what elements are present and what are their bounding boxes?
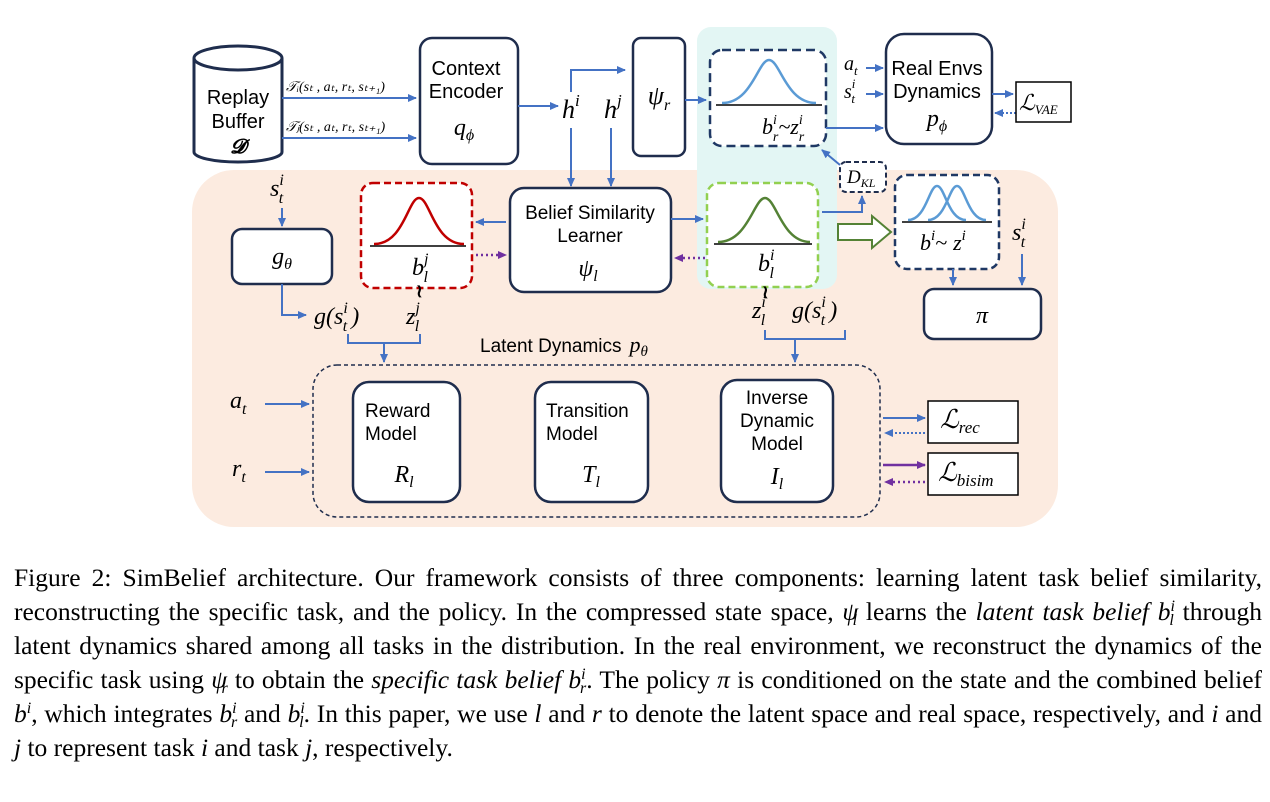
reward-model-box [351, 380, 462, 504]
combined-belief-curve-2 [927, 184, 987, 222]
combine-arrow [837, 213, 893, 251]
arrow-dkl-to-belief [821, 149, 841, 166]
belief-learner-label-2: Learner [557, 226, 623, 247]
trajectory-j-label: 𝒯ⱼ(sₜ , aₜ, rₜ, sₜ₊₁) [286, 120, 385, 135]
bracket-right [764, 330, 846, 340]
inverse-model-symbol: Il [770, 464, 784, 493]
context-encoder-label-2: Encoder [429, 81, 504, 103]
input-a-label: at [230, 388, 247, 418]
real-env-symbol: pϕ [925, 106, 947, 135]
dkl-box [839, 161, 887, 193]
policy-box [922, 287, 1043, 341]
real-env-label-1: Real Envs [891, 58, 982, 80]
transition-model-label-1: Transition [546, 401, 629, 422]
transition-model-label-2: Model [546, 424, 598, 445]
transition-model-symbol: Tl [582, 462, 600, 491]
combined-belief-label: bi~zi [920, 228, 966, 255]
psi-r-box [631, 36, 687, 158]
inverse-model-label-1: Inverse [746, 388, 808, 409]
inverse-model-box [719, 378, 835, 504]
simbelief-architecture-diagram: Replay Buffer 𝓓 𝒯ᵢ(sₜ , aₜ, rₜ, sₜ₊₁) 𝒯ⱼ… [192, 27, 1072, 527]
loss-vae-label: ℒVAE [1019, 90, 1058, 117]
arrow-h-to-psi-r [570, 66, 626, 92]
loss-bisim-box [927, 452, 1019, 496]
h-j-label: hj [604, 91, 622, 124]
g-theta-symbol: gθ [272, 244, 292, 273]
reward-model-label-1: Reward [365, 401, 430, 422]
replay-buffer-label-2: Buffer [212, 111, 265, 133]
replay-buffer-symbol: 𝓓 [230, 136, 250, 158]
loss-vae-box [1015, 81, 1072, 123]
specific-belief-curve [721, 58, 817, 105]
belief-learner-label-1: Belief Similarity [525, 203, 655, 224]
trajectory-i-label: 𝒯ᵢ(sₜ , aₜ, rₜ, sₜ₊₁) [286, 80, 385, 95]
policy-symbol: π [976, 303, 989, 329]
loss-bisim-label: ℒbisim [938, 458, 994, 490]
h-i-label: hi [562, 91, 580, 124]
real-env-label-2: Dynamics [893, 81, 981, 103]
psi-r-symbol: ψr [648, 81, 671, 114]
inverse-model-label-3: Model [751, 434, 803, 455]
reward-model-label-2: Model [365, 424, 417, 445]
belief-i-sample-mark: ≀ [762, 282, 769, 302]
belief-j-sample-mark: ≀ [416, 281, 423, 301]
belief-j-box [359, 181, 474, 290]
latent-dynamics-box [312, 364, 881, 518]
combined-belief-curve-1 [907, 184, 967, 222]
reward-model-symbol: Rl [393, 462, 414, 491]
replay-buffer-label-1: Replay [207, 87, 269, 109]
figure-caption: Figure 2: SimBelief architecture. Our fr… [14, 563, 1263, 762]
loss-rec-label: ℒrec [940, 405, 980, 437]
belief-i-curve [717, 196, 811, 244]
context-encoder-box [418, 36, 520, 166]
inverse-model-label-2: Dynamic [740, 411, 814, 432]
real-env-box [884, 32, 994, 146]
dkl-label: DKL [846, 167, 876, 190]
context-encoder-symbol: qϕ [454, 115, 474, 144]
transition-model-box [533, 380, 650, 504]
context-encoder-label-1: Context [432, 58, 501, 80]
specific-belief-box [708, 48, 828, 148]
belief-i-box [705, 181, 820, 289]
belief-learner-symbol: ψl [578, 256, 598, 285]
env-input-a: at [844, 53, 858, 78]
loss-rec-box [927, 400, 1019, 444]
belief-learner-box [508, 186, 673, 294]
belief-j-curve [373, 196, 465, 246]
arrow-latent-to-dkl [822, 195, 866, 213]
replay-buffer: Replay Buffer 𝓓 [192, 44, 284, 164]
arrow-g-to-gs [281, 284, 307, 319]
input-r-label: rt [232, 456, 246, 486]
